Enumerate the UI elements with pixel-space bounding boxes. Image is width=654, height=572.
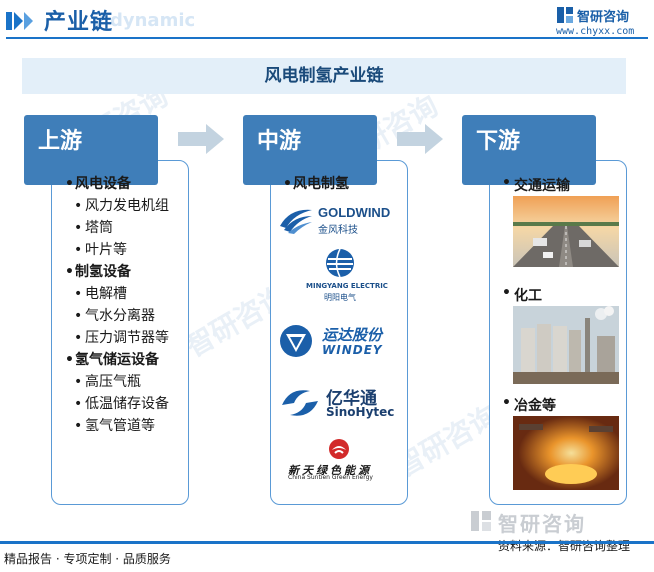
stage-label-midstream: 中游 — [257, 129, 302, 154]
category-label: 风电设备 — [65, 175, 183, 194]
diagram-title: 风电制氢产业链 — [264, 66, 384, 86]
list-item: 压力调节器等 — [65, 329, 183, 348]
arrow-right-icon — [397, 124, 443, 154]
diagram-title-banner: 风电制氢产业链 — [22, 58, 626, 94]
company-logo-mingyang: MINGYANG ELECTRIC 明阳电气 — [278, 248, 402, 304]
company-logo-goldwind: GOLDWIND 金风科技 — [278, 202, 402, 236]
list-item: 塔筒 — [65, 219, 183, 238]
brand-name: 智研咨询 — [577, 10, 630, 25]
goldwind-wave-icon — [280, 209, 312, 234]
brand-logo-icon — [471, 511, 491, 531]
category-label: 氢气储运设备 — [65, 351, 183, 370]
list-item: 低温储存设备 — [65, 395, 183, 414]
list-item: 风力发电机组 — [65, 197, 183, 216]
footer-slogan: 精品报告 · 专项定制 · 品质服务 — [4, 552, 171, 566]
downstream-label: 交通运输 — [502, 175, 570, 195]
upstream-header: 上游 — [24, 115, 158, 185]
page-title: 产业链 — [44, 10, 114, 35]
list-item: 电解槽 — [65, 285, 183, 304]
list-item: 叶片等 — [65, 241, 183, 260]
company-logo-suntien: 新天绿色能源 China Suntien Green Energy — [278, 438, 402, 482]
header-divider — [6, 37, 648, 39]
sinohytec-swirl-icon — [282, 390, 318, 416]
mingyang-globe-icon — [326, 248, 354, 278]
steel-furnace-photo — [513, 416, 619, 490]
downstream-label: 冶金等 — [502, 395, 556, 415]
chevron-right-icon — [14, 12, 23, 30]
list-item: 气水分离器 — [65, 307, 183, 326]
stage-label-downstream: 下游 — [476, 129, 521, 154]
category-label: 风电制氢 — [283, 175, 401, 194]
source-note: 资料来源：智研咨询整理 — [498, 539, 631, 553]
list-item: 氢气管道等 — [65, 417, 183, 436]
stage-label-upstream: 上游 — [38, 129, 83, 154]
company-logo-windey: 运达股份 WINDEY — [278, 324, 402, 360]
downstream-label: 化工 — [502, 285, 542, 305]
header-accent-bar — [6, 12, 12, 30]
footer-brand-watermark: 智研咨询 — [498, 512, 586, 536]
midstream-list: 风电制氢 — [283, 174, 401, 194]
downstream-header: 下游 — [462, 115, 596, 185]
footer-divider — [0, 541, 654, 544]
brand-url[interactable]: www.chyxx.com — [556, 26, 635, 37]
arrow-right-icon — [178, 124, 224, 154]
chemical-plant-photo — [513, 306, 619, 384]
header-ghost-text: y dynamic — [92, 10, 196, 31]
company-logo-sinohytec: 亿华通 SinoHytec — [278, 384, 402, 424]
list-item: 高压气瓶 — [65, 373, 183, 392]
suntien-bird-icon — [329, 439, 349, 459]
upstream-list: 风电设备 风力发电机组 塔筒 叶片等 制氢设备 电解槽 气水分离器 压力调节器等… — [65, 174, 183, 436]
category-label: 制氢设备 — [65, 263, 183, 282]
chevron-right-icon — [24, 12, 33, 30]
brand-logo-icon — [557, 7, 573, 23]
windey-triangle-icon — [280, 325, 312, 357]
midstream-header: 中游 — [243, 115, 377, 185]
highway-traffic-photo — [513, 196, 619, 267]
